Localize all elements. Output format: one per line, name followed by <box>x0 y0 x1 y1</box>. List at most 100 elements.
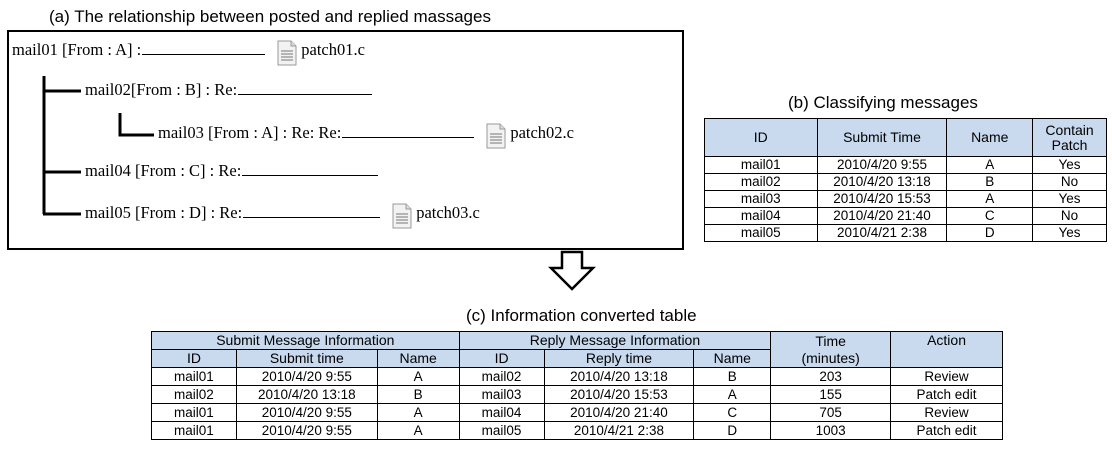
cell-name: A <box>946 156 1034 174</box>
subject-blank <box>238 82 373 95</box>
cell-submit-time: 2010/4/20 15:53 <box>816 190 948 208</box>
table-row: mail01 2010/4/20 9:55 A mail02 2010/4/20… <box>151 367 1003 386</box>
mail-label: mail01 [From : A] : <box>12 40 142 59</box>
mail-label: mail03 [From : A] : Re: Re: <box>158 123 342 142</box>
cell-submit-time: 2010/4/20 13:18 <box>235 385 378 404</box>
header-submit-time: Submit time <box>235 349 378 368</box>
cell-id: mail05 <box>704 224 818 242</box>
caption-b: (b) Classifying messages <box>788 93 978 112</box>
cell-reply-id: mail05 <box>458 421 545 440</box>
cell-id: mail04 <box>704 207 818 225</box>
down-arrow-icon <box>548 250 596 291</box>
cell-reply-id: mail04 <box>458 403 545 422</box>
cell-submit-time: 2010/4/20 9:55 <box>235 367 378 386</box>
thread-mail-03: mail03 [From : A] : Re: Re: patch02.c <box>158 123 574 149</box>
cell-submit-name: A <box>376 421 460 440</box>
cell-submit-name: A <box>376 403 460 422</box>
table-header-row: ID Submit Time Name Contain Patch <box>704 118 1107 157</box>
subject-blank <box>142 42 266 55</box>
table-row: mail01 2010/4/20 9:55 A mail05 2010/4/21… <box>151 421 1003 440</box>
header-time-line1: Time <box>815 332 846 349</box>
cell-patch: Yes <box>1032 190 1107 208</box>
header-contain-patch: Contain Patch <box>1032 118 1107 157</box>
subject-blank <box>242 163 379 176</box>
cell-reply-name: C <box>693 403 772 422</box>
header-reply-id: ID <box>458 349 545 368</box>
cell-submit-time: 2010/4/21 2:38 <box>816 224 948 242</box>
cell-submit-id: mail01 <box>151 367 237 386</box>
cell-submit-id: mail01 <box>151 421 237 440</box>
table-row: mail02 2010/4/20 13:18 B No <box>704 173 1107 191</box>
file-icon <box>486 123 506 149</box>
cell-id: mail02 <box>704 173 818 191</box>
caption-c: (c) Information converted table <box>466 306 697 325</box>
cell-id: mail01 <box>704 156 818 174</box>
cell-submit-time: 2010/4/20 13:18 <box>816 173 948 191</box>
cell-reply-name: D <box>693 421 772 440</box>
cell-name: A <box>946 190 1034 208</box>
header-reply-name: Name <box>693 349 772 368</box>
converted-info-table: Submit Message Information Reply Message… <box>151 331 1003 440</box>
thread-mail-04: mail04 [From : C] : Re: <box>85 161 379 181</box>
table-row: mail04 2010/4/20 21:40 C No <box>704 207 1107 225</box>
cell-patch: Yes <box>1032 156 1107 174</box>
header-time-line2: (minutes) <box>801 349 860 366</box>
cell-submit-name: A <box>376 367 460 386</box>
cell-patch: No <box>1032 207 1107 225</box>
file-name: patch01.c <box>301 40 365 59</box>
cell-submit-id: mail02 <box>151 385 237 404</box>
header-contain-line1: Contain <box>1045 121 1094 138</box>
cell-reply-id: mail03 <box>458 385 545 404</box>
thread-connector-lines <box>42 76 154 216</box>
cell-reply-time: 2010/4/20 21:40 <box>543 403 695 422</box>
subject-blank <box>342 125 475 138</box>
table-group-header-row: Submit Message Information Reply Message… <box>151 331 1003 368</box>
header-id: ID <box>704 118 818 157</box>
mail-label: mail04 [From : C] : Re: <box>85 161 242 180</box>
table-row: mail03 2010/4/20 15:53 A Yes <box>704 190 1107 208</box>
cell-submit-time: 2010/4/20 9:55 <box>235 421 378 440</box>
subject-blank <box>243 205 381 218</box>
table-row: mail01 2010/4/20 9:55 A mail04 2010/4/20… <box>151 403 1003 422</box>
header-action: Action <box>890 331 1003 368</box>
cell-patch: No <box>1032 173 1107 191</box>
header-submit-info: Submit Message Information <box>151 331 460 350</box>
classify-table: ID Submit Time Name Contain Patch mail01… <box>704 118 1107 242</box>
file-icon <box>392 203 412 229</box>
cell-name: B <box>946 173 1034 191</box>
thread-mail-05: mail05 [From : D] : Re: patch03.c <box>85 203 480 229</box>
mail-label: mail02[From : B] : Re: <box>85 80 238 99</box>
cell-minutes: 155 <box>770 385 892 404</box>
file-icon <box>277 40 297 66</box>
cell-name: D <box>946 224 1034 242</box>
cell-submit-time: 2010/4/20 9:55 <box>816 156 948 174</box>
cell-id: mail03 <box>704 190 818 208</box>
cell-submit-name: B <box>376 385 460 404</box>
cell-action: Review <box>890 367 1003 386</box>
thread-mail-02: mail02[From : B] : Re: <box>85 80 373 100</box>
header-time-minutes: Time (minutes) <box>770 331 892 368</box>
header-reply-info: Reply Message Information <box>458 331 772 350</box>
mail-label: mail05 [From : D] : Re: <box>85 203 243 222</box>
branch-line-mail03 <box>118 113 154 137</box>
table-row: mail01 2010/4/20 9:55 A Yes <box>704 156 1107 174</box>
table-row: mail05 2010/4/21 2:38 D Yes <box>704 224 1107 242</box>
caption-a: (a) The relationship between posted and … <box>49 7 491 26</box>
file-name: patch03.c <box>416 203 480 222</box>
header-submit-id: ID <box>151 349 237 368</box>
cell-submit-time: 2010/4/20 21:40 <box>816 207 948 225</box>
cell-submit-time: 2010/4/20 9:55 <box>235 403 378 422</box>
cell-name: C <box>946 207 1034 225</box>
cell-reply-id: mail02 <box>458 367 545 386</box>
cell-action: Patch edit <box>890 385 1003 404</box>
table-row: mail02 2010/4/20 13:18 B mail03 2010/4/2… <box>151 385 1003 404</box>
cell-minutes: 705 <box>770 403 892 422</box>
cell-reply-time: 2010/4/20 15:53 <box>543 385 695 404</box>
cell-reply-name: A <box>693 385 772 404</box>
file-name: patch02.c <box>510 123 575 142</box>
thread-mail-01: mail01 [From : A] : patch01.c <box>12 40 365 66</box>
cell-reply-time: 2010/4/21 2:38 <box>543 421 695 440</box>
header-submit-time: Submit Time <box>816 118 948 157</box>
cell-action: Review <box>890 403 1003 422</box>
header-submit-name: Name <box>376 349 460 368</box>
